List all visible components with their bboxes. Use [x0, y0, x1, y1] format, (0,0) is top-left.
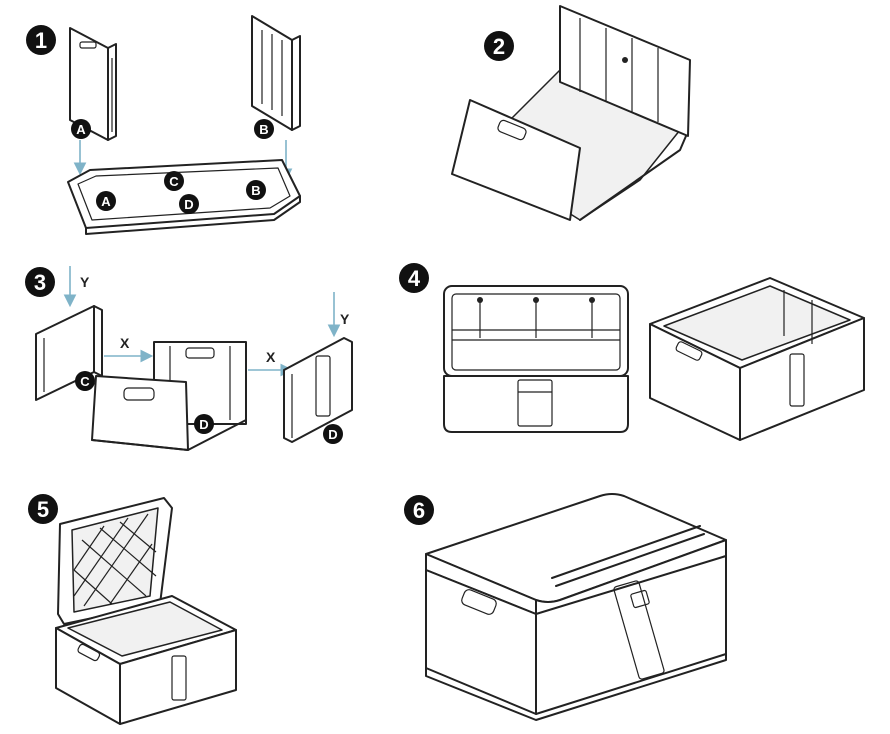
- box-iso-view: [649, 277, 865, 441]
- partial-box: [91, 341, 247, 451]
- svg-text:C: C: [80, 374, 90, 389]
- box-front-view: [443, 285, 629, 433]
- part-badge-d: D: [179, 194, 199, 214]
- svg-text:4: 4: [408, 266, 421, 291]
- closed-box: [425, 493, 727, 721]
- svg-text:D: D: [184, 197, 193, 212]
- side-panel-d: [283, 337, 353, 443]
- step-1-badge: 1: [26, 25, 56, 55]
- step-1-panel: 1 A B A: [26, 15, 301, 235]
- svg-text:3: 3: [34, 270, 46, 295]
- part-badge-b: B: [254, 119, 274, 139]
- part-badge-c: C: [164, 171, 184, 191]
- svg-text:B: B: [251, 183, 260, 198]
- axis-label-y: Y: [80, 274, 90, 290]
- step-4-badge: 4: [399, 263, 429, 293]
- part-badge-d: D: [194, 414, 214, 434]
- svg-text:6: 6: [413, 498, 425, 523]
- step-3-panel: 3 Y X C D X: [25, 266, 353, 451]
- step-5-badge: 5: [28, 494, 58, 524]
- side-panel-b: [251, 15, 301, 131]
- box-body: [55, 595, 237, 725]
- back-panel: [559, 5, 691, 137]
- step-6-panel: 6: [404, 493, 727, 721]
- svg-text:D: D: [328, 427, 337, 442]
- front-panel: [451, 99, 581, 221]
- svg-text:1: 1: [35, 28, 47, 53]
- part-badge-a: A: [71, 119, 91, 139]
- svg-text:2: 2: [493, 34, 505, 59]
- base-tray: [67, 159, 301, 235]
- side-panel-a: [69, 27, 117, 141]
- step-5-panel: 5: [28, 494, 237, 725]
- part-badge-d: D: [323, 424, 343, 444]
- step-3-badge: 3: [25, 267, 55, 297]
- part-badge-c: C: [75, 371, 95, 391]
- step-2-badge: 2: [484, 31, 514, 61]
- svg-text:B: B: [259, 122, 268, 137]
- svg-text:5: 5: [37, 497, 49, 522]
- open-lid: [57, 497, 173, 625]
- axis-label-x: X: [120, 335, 130, 351]
- svg-text:D: D: [199, 417, 208, 432]
- part-badge-a: A: [96, 191, 116, 211]
- svg-text:A: A: [76, 122, 86, 137]
- step-2-panel: 2: [451, 5, 691, 221]
- axis-label-y: Y: [340, 311, 350, 327]
- step-4-panel: 4: [399, 263, 865, 441]
- step-6-badge: 6: [404, 495, 434, 525]
- svg-text:A: A: [101, 194, 111, 209]
- svg-text:C: C: [169, 174, 179, 189]
- part-badge-b: B: [246, 180, 266, 200]
- axis-label-x: X: [266, 349, 276, 365]
